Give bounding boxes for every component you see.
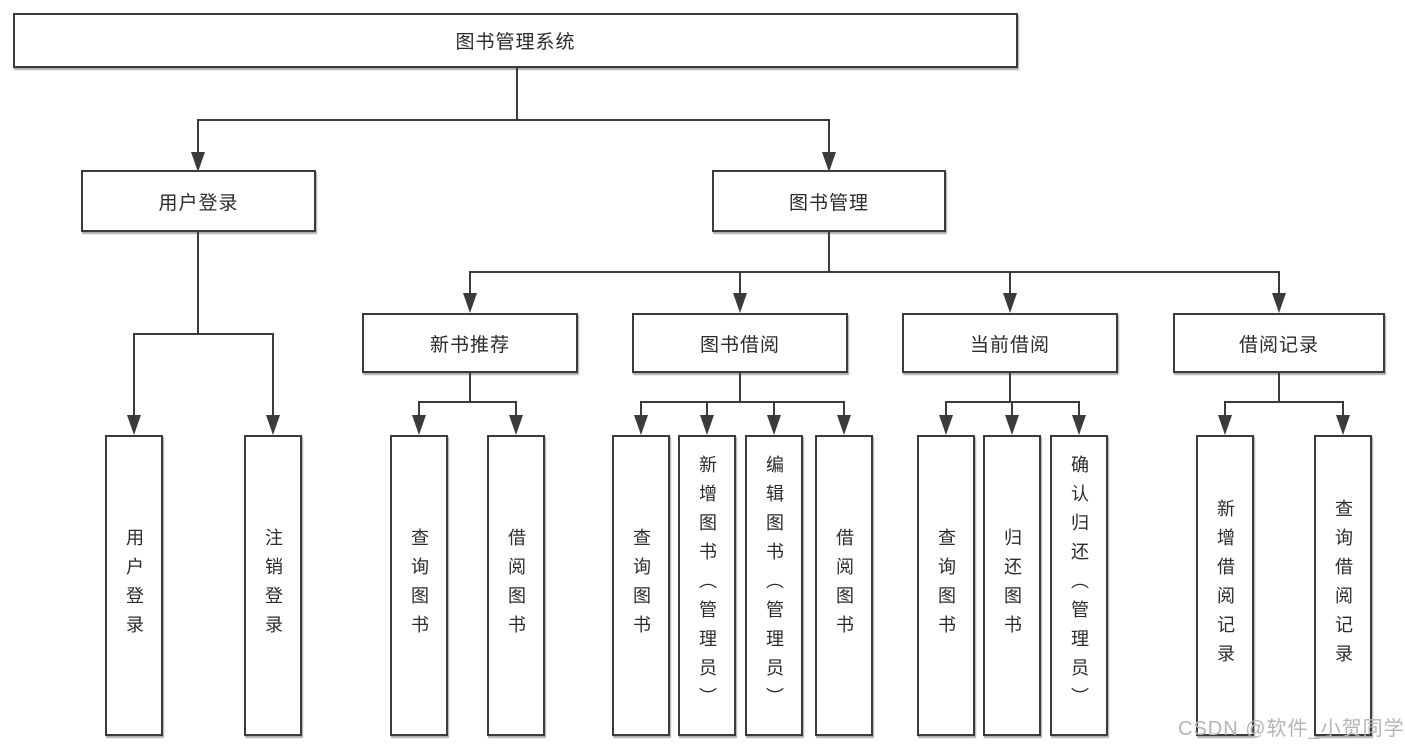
connector-line (828, 232, 830, 273)
leaf-query-book-1-label: 查询图书 (409, 527, 429, 644)
leaf-add-borrow-record: 新增借阅记录 (1196, 435, 1254, 736)
connector-line (1011, 401, 1013, 417)
connector-line (1009, 271, 1011, 295)
leaf-add-book-admin: 新增图书（管理员） (678, 435, 736, 736)
node-borrowing-records-label: 借阅记录 (1238, 334, 1319, 356)
arrow-down-icon (733, 293, 747, 313)
leaf-user-login-label: 用户登录 (124, 527, 144, 644)
leaf-query-book-3: 查询图书 (917, 435, 975, 736)
node-user-login: 用户登录 (81, 170, 316, 232)
node-book-management: 图书管理 (712, 170, 946, 232)
arrow-down-icon (1218, 415, 1232, 435)
node-root: 图书管理系统 (13, 13, 1018, 68)
arrow-down-icon (1072, 415, 1086, 435)
connector-line (843, 401, 845, 417)
connector-line (706, 401, 708, 417)
arrow-down-icon (191, 152, 205, 172)
arrow-down-icon (939, 415, 953, 435)
node-book-borrowing-label: 图书借阅 (699, 334, 780, 356)
connector-line (1009, 373, 1011, 401)
leaf-query-borrow-record-label: 查询借阅记录 (1333, 498, 1353, 673)
connector-line (739, 271, 741, 295)
node-new-book-recommend-label: 新书推荐 (429, 334, 510, 356)
leaf-logout-label: 注销登录 (263, 527, 283, 644)
connector-line (516, 67, 518, 119)
node-current-borrowing: 当前借阅 (902, 313, 1118, 373)
arrow-down-icon (837, 415, 851, 435)
csdn-watermark: CSDN @软件_小贺同学 (1178, 718, 1405, 740)
leaf-borrow-book-2-label: 借阅图书 (834, 527, 854, 644)
arrow-down-icon (767, 415, 781, 435)
connector-line (640, 401, 844, 403)
node-book-management-label: 图书管理 (788, 192, 869, 214)
leaf-add-borrow-record-label: 新增借阅记录 (1215, 498, 1235, 673)
arrow-down-icon (1272, 293, 1286, 313)
arrow-down-icon (412, 415, 426, 435)
arrow-down-icon (266, 415, 280, 435)
leaf-query-borrow-record: 查询借阅记录 (1314, 435, 1372, 736)
arrow-down-icon (1005, 415, 1019, 435)
node-new-book-recommend: 新书推荐 (362, 313, 578, 373)
arrow-down-icon (700, 415, 714, 435)
connector-line (828, 119, 830, 154)
leaf-confirm-return-admin-label: 确认归还（管理员） (1069, 455, 1089, 716)
leaf-return-book: 归还图书 (983, 435, 1041, 736)
connector-line (469, 271, 1280, 273)
arrow-down-icon (822, 152, 836, 172)
leaf-query-book-2: 查询图书 (612, 435, 670, 736)
arrow-down-icon (634, 415, 648, 435)
connector-line (197, 119, 830, 121)
connector-line (418, 401, 420, 417)
connector-line (945, 401, 947, 417)
connector-line (1224, 401, 1344, 403)
leaf-borrow-book-1-label: 借阅图书 (506, 527, 526, 644)
connector-line (773, 401, 775, 417)
arrow-down-icon (1003, 293, 1017, 313)
connector-line (1278, 373, 1280, 401)
leaf-add-book-admin-label: 新增图书（管理员） (697, 455, 717, 716)
leaf-query-book-1: 查询图书 (390, 435, 448, 736)
node-current-borrowing-label: 当前借阅 (969, 334, 1050, 356)
leaf-return-book-label: 归还图书 (1002, 527, 1022, 644)
connector-line (133, 333, 135, 417)
connector-line (1278, 271, 1280, 295)
leaf-user-login: 用户登录 (105, 435, 163, 736)
connector-line (133, 333, 273, 335)
arrow-down-icon (509, 415, 523, 435)
node-book-borrowing: 图书借阅 (632, 313, 848, 373)
arrow-down-icon (1336, 415, 1350, 435)
arrow-down-icon (463, 293, 477, 313)
leaf-query-book-3-label: 查询图书 (936, 527, 956, 644)
connector-line (418, 401, 517, 403)
connector-line (469, 271, 471, 295)
node-borrowing-records: 借阅记录 (1173, 313, 1385, 373)
node-root-label: 图书管理系统 (455, 32, 576, 53)
node-user-login-label: 用户登录 (158, 192, 239, 214)
connector-line (1342, 401, 1344, 417)
leaf-edit-book-admin-label: 编辑图书（管理员） (764, 455, 784, 716)
connector-line (739, 373, 741, 401)
leaf-edit-book-admin: 编辑图书（管理员） (745, 435, 803, 736)
connector-line (1078, 401, 1080, 417)
connector-line (469, 373, 471, 401)
connector-line (1224, 401, 1226, 417)
arrow-down-icon (127, 415, 141, 435)
connector-line (272, 333, 274, 417)
leaf-query-book-2-label: 查询图书 (631, 527, 651, 644)
connector-line (515, 401, 517, 417)
connector-line (197, 232, 199, 333)
connector-line (640, 401, 642, 417)
leaf-logout: 注销登录 (244, 435, 302, 736)
leaf-borrow-book-2: 借阅图书 (815, 435, 873, 736)
connector-line (197, 119, 199, 154)
leaf-confirm-return-admin: 确认归还（管理员） (1050, 435, 1108, 736)
leaf-borrow-book-1: 借阅图书 (487, 435, 545, 736)
